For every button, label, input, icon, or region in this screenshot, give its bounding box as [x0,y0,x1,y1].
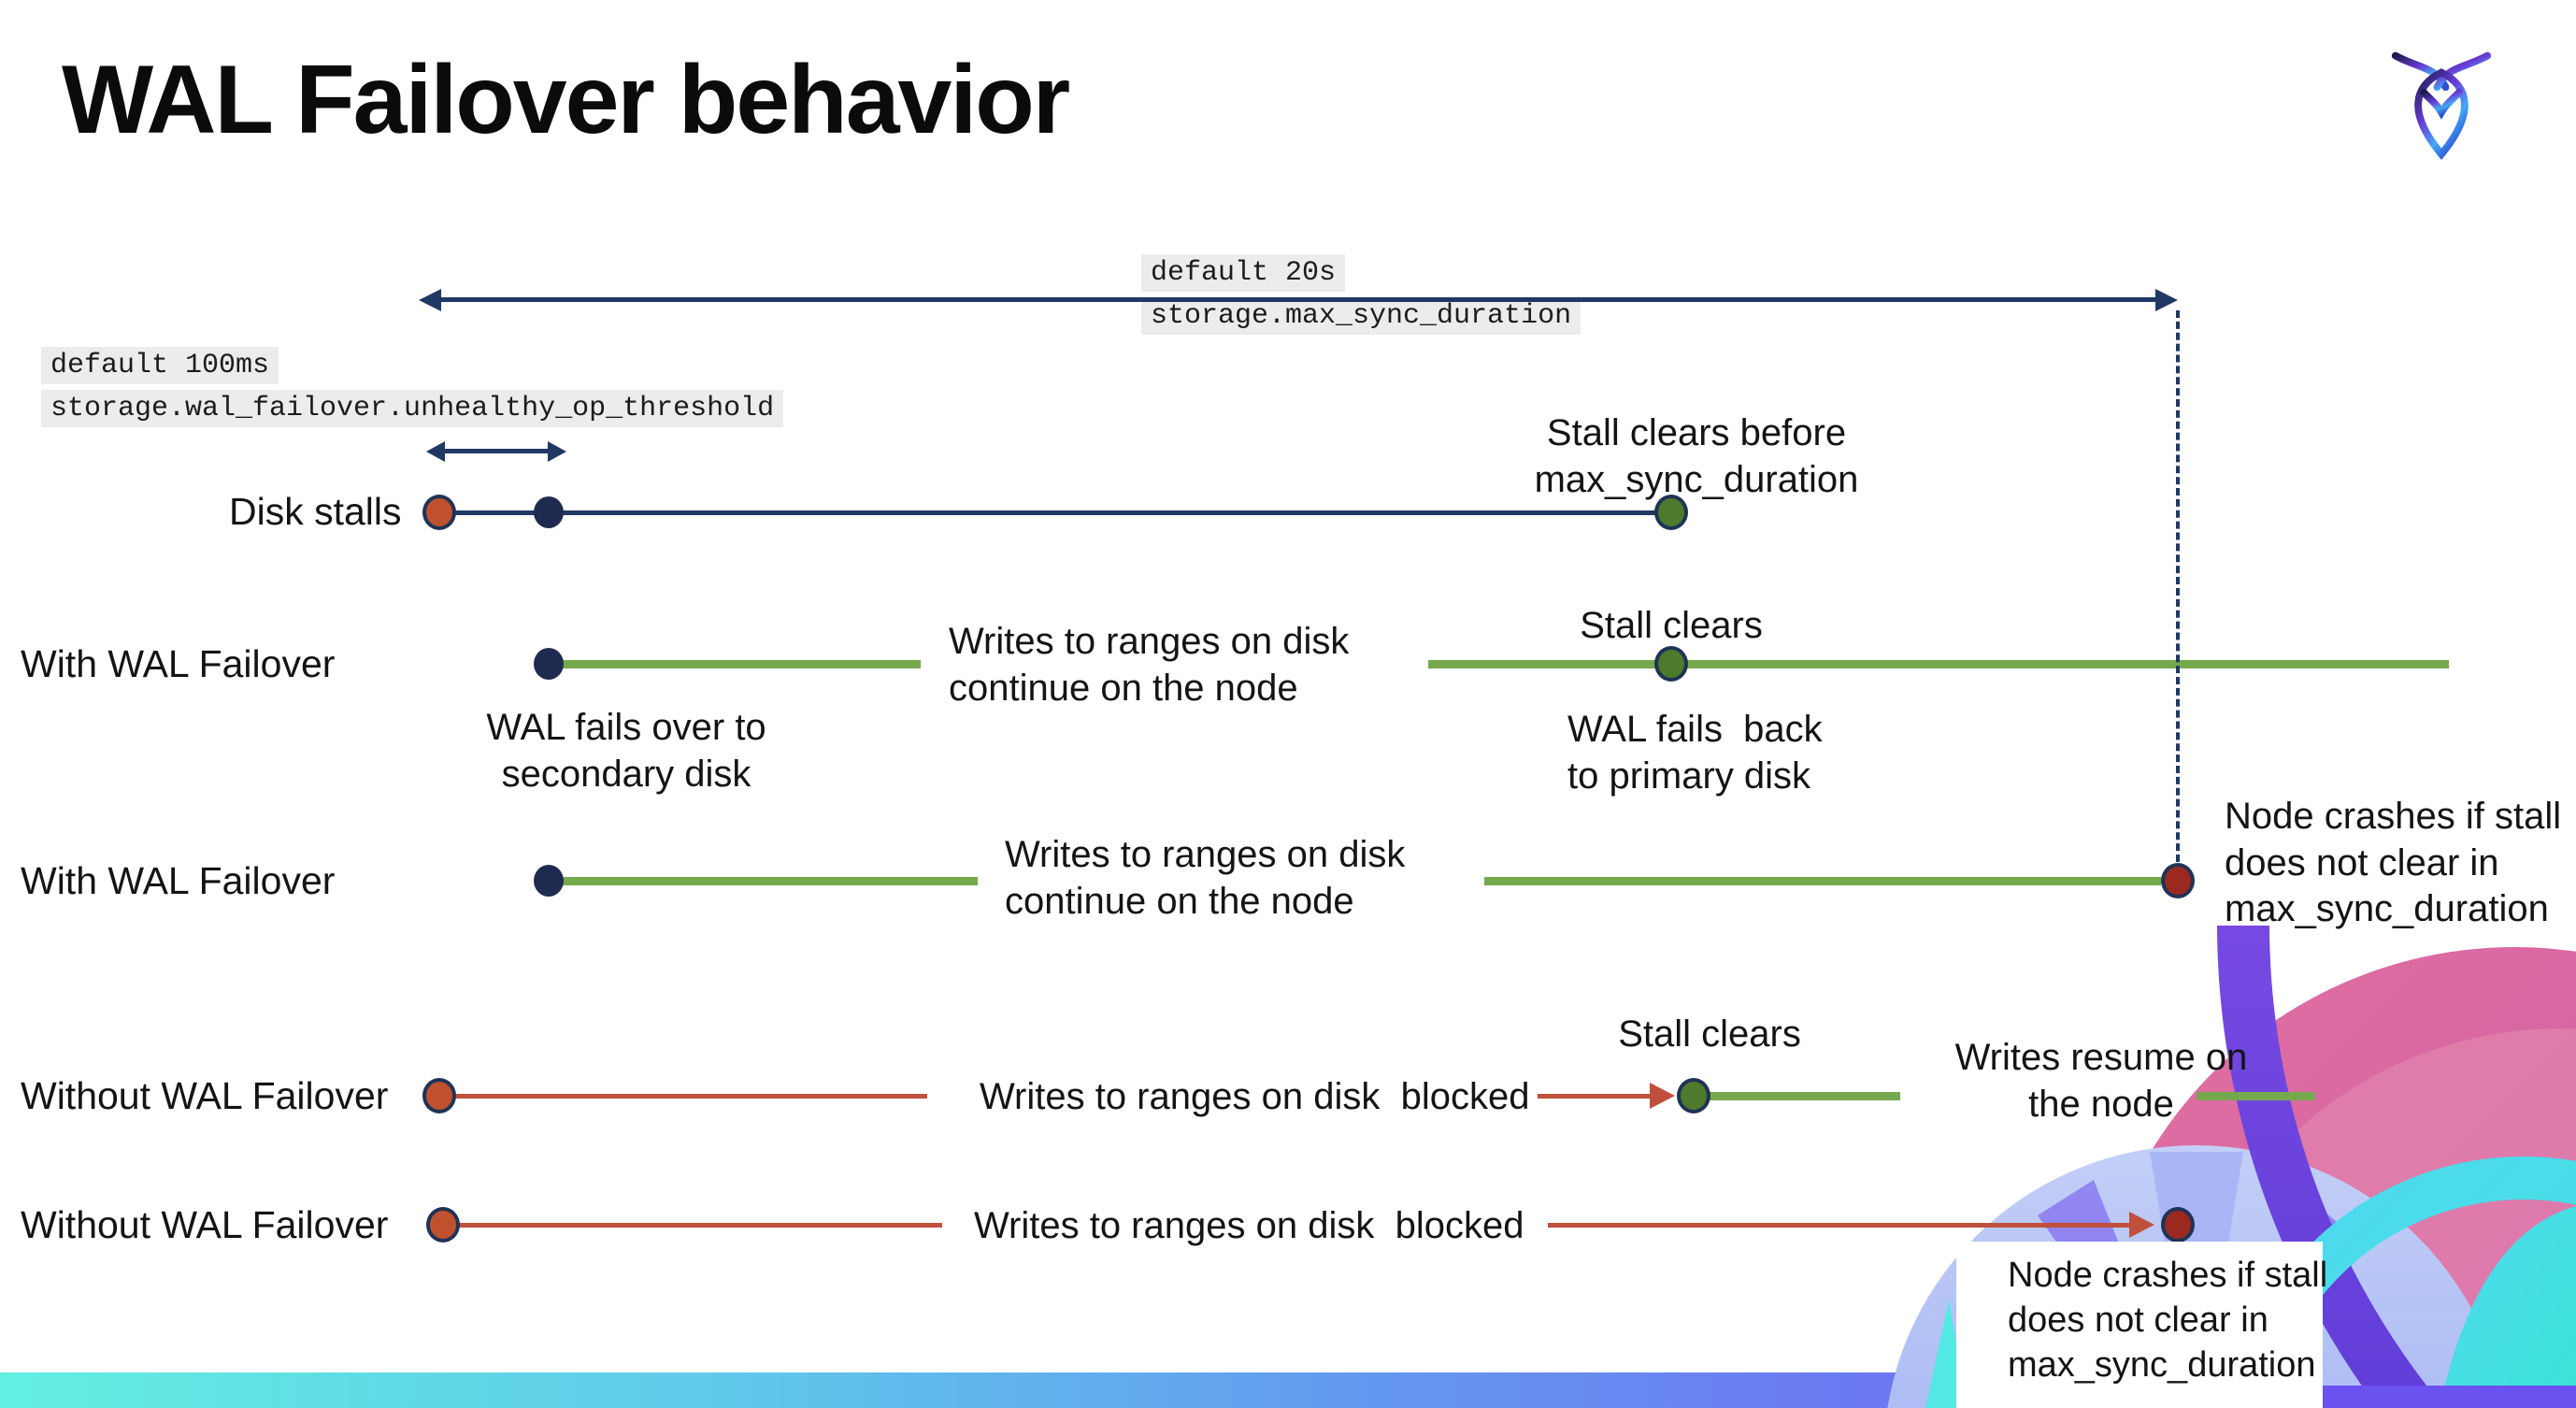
annotation-node-crashes-1: Node crashes if stall does not clear in … [2225,796,2562,930]
without-wal-2-crash-dot [2161,1207,2195,1243]
annotation-wal-fails-back: WAL fails back to primary disk [1567,709,1823,797]
with-wal-1-failover-dot [534,648,564,680]
with-wal-1-stall-clears-dot [1654,646,1688,682]
small-arrow-right-head-icon [548,441,566,462]
row-label-without-wal-2: Without WAL Failover [21,1203,389,1246]
unhealthy-op-setting-name: storage.wal_failover.unhealthy_op_thresh… [41,390,784,427]
stall-clears-dot [1654,495,1688,530]
without-wal-2-stall-dot [426,1207,460,1243]
without-wal-1-green-line-b [2197,1092,2315,1100]
annotation-stall-clears-2: Stall clears [1618,1013,1801,1055]
small-arrow-left-head-icon [426,441,445,462]
failover-threshold-dot [534,496,564,528]
annotation-writes-blocked-2: Writes to ranges on disk blocked [974,1205,1524,1246]
max-sync-deadline-dashed-line [2176,310,2180,862]
annotation-writes-resume: Writes resume on the node [1954,1037,2248,1125]
with-wal-1-green-line-a [561,660,921,668]
row-label-with-wal-2: With WAL Failover [21,859,336,902]
disk-stall-start-dot [422,495,456,530]
unhealthy-op-arrow-line [443,449,548,453]
max-sync-duration-arrow-line [437,297,2172,302]
with-wal-2-green-line-a [561,877,978,885]
arrow-left-head-icon [419,289,441,311]
annotation-writes-blocked-1: Writes to ranges on disk blocked [980,1076,1530,1117]
annotation-node-crashes-2: Node crashes if stall does not clear in … [2008,1256,2328,1385]
arrow-right-head-icon [2155,289,2178,311]
max-sync-setting-name: storage.max_sync_duration [1141,297,1581,335]
disk-stalls-timeline [439,510,1671,515]
unhealthy-op-default-label: default 100ms [41,347,279,384]
row-label-with-wal-1: With WAL Failover [21,642,336,685]
row-label-disk-stalls: Disk stalls [229,490,402,533]
cockroachdb-logo-icon [2391,51,2492,161]
annotation-writes-continue-2: Writes to ranges on disk continue on the… [1005,834,1406,922]
page-title: WAL Failover behavior [62,46,1070,154]
without-wal-1-stall-dot [422,1078,456,1113]
without-wal-1-arrow-line [1538,1094,1650,1099]
annotation-writes-continue-1: Writes to ranges on disk continue on the… [949,621,1350,709]
with-wal-2-failover-dot [534,865,564,897]
max-sync-default-label: default 20s [1141,254,1346,292]
without-wal-2-red-line-a [459,1223,942,1228]
without-wal-1-red-line [455,1094,927,1099]
with-wal-2-green-line-b [1484,877,2161,885]
red-arrow-head-icon-2 [2129,1212,2154,1238]
red-arrow-head-icon-1 [1650,1083,1675,1109]
node-crashes-card [1956,1242,2323,1408]
with-wal-1-green-line-b [1428,660,2449,668]
annotation-wal-fails-over: WAL fails over to secondary disk [486,707,766,795]
annotation-stall-clears-1: Stall clears [1580,605,1763,646]
annotation-stall-clears-before: Stall clears before max_sync_duration [1534,412,1859,500]
without-wal-1-stall-clears-dot [1677,1078,1710,1113]
with-wal-2-crash-dot [2161,863,2195,898]
without-wal-1-green-line-a [1708,1092,1900,1100]
row-label-without-wal-1: Without WAL Failover [21,1074,389,1117]
without-wal-2-arrow-line [1548,1223,2129,1228]
